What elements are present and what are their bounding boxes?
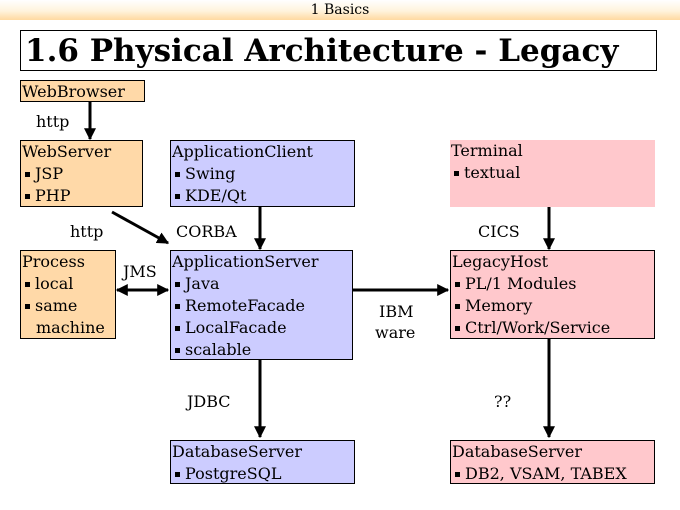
node-application-server: ApplicationServer Java RemoteFacade Loca… — [170, 250, 353, 360]
list-item: RemoteFacade — [172, 295, 352, 317]
list-item: JSP — [22, 163, 142, 185]
list-item: PostgreSQL — [172, 463, 354, 485]
edge-label-ibm: IBM — [379, 302, 414, 321]
list-item: LocalFacade — [172, 317, 352, 339]
node-title: LegacyHost — [452, 252, 549, 271]
list-item: DB2, VSAM, TABEX — [452, 463, 654, 485]
list-item-continuation: machine — [36, 318, 105, 337]
node-web-browser: WebBrowser — [20, 80, 145, 102]
node-title: WebServer — [22, 142, 112, 161]
page-title: 1.6 Physical Architecture - Legacy — [25, 33, 619, 69]
header-band — [0, 0, 680, 20]
list-item: same — [22, 295, 115, 317]
node-title: Terminal — [451, 141, 523, 160]
edge-label-jdbc: JDBC — [187, 392, 231, 411]
edge-label-http-mid: http — [70, 222, 104, 241]
list-item: Ctrl/Work/Service — [452, 317, 654, 339]
node-title: Process — [22, 252, 85, 271]
list-item: Swing — [172, 163, 354, 185]
edge-label-unknown: ?? — [494, 392, 512, 411]
edge-label-jms: JMS — [123, 262, 157, 281]
node-title: DatabaseServer — [452, 442, 583, 461]
list-item: scalable — [172, 339, 352, 361]
node-title: ApplicationClient — [172, 142, 313, 161]
node-application-client: ApplicationClient Swing KDE/Qt — [170, 140, 355, 207]
node-process: Process local same machine — [20, 250, 116, 339]
node-database-server-legacy: DatabaseServer DB2, VSAM, TABEX — [450, 440, 655, 484]
node-legacy-host: LegacyHost PL/1 Modules Memory Ctrl/Work… — [450, 250, 655, 339]
edge-label-http-top: http — [36, 112, 70, 131]
edge-label-ware: ware — [375, 323, 416, 342]
node-title: ApplicationServer — [172, 252, 319, 271]
section-header: 1 Basics — [310, 2, 370, 18]
node-title: DatabaseServer — [172, 442, 303, 461]
title-box: 1.6 Physical Architecture - Legacy — [20, 30, 657, 71]
list-item: PL/1 Modules — [452, 273, 654, 295]
node-web-server: WebServer JSP PHP — [20, 140, 143, 207]
edge-webserver-to-appserver — [111, 210, 170, 245]
node-database-server-postgres: DatabaseServer PostgreSQL — [170, 440, 355, 484]
node-title: WebBrowser — [22, 82, 125, 101]
list-item: Java — [172, 273, 352, 295]
list-item: local — [22, 273, 115, 295]
node-terminal: Terminal textual — [450, 140, 655, 207]
list-item: Memory — [452, 295, 654, 317]
list-item: textual — [451, 162, 655, 184]
list-item: KDE/Qt — [172, 185, 354, 207]
list-item: PHP — [22, 185, 142, 207]
edge-label-corba: CORBA — [176, 222, 237, 241]
edge-label-cics: CICS — [478, 222, 520, 241]
